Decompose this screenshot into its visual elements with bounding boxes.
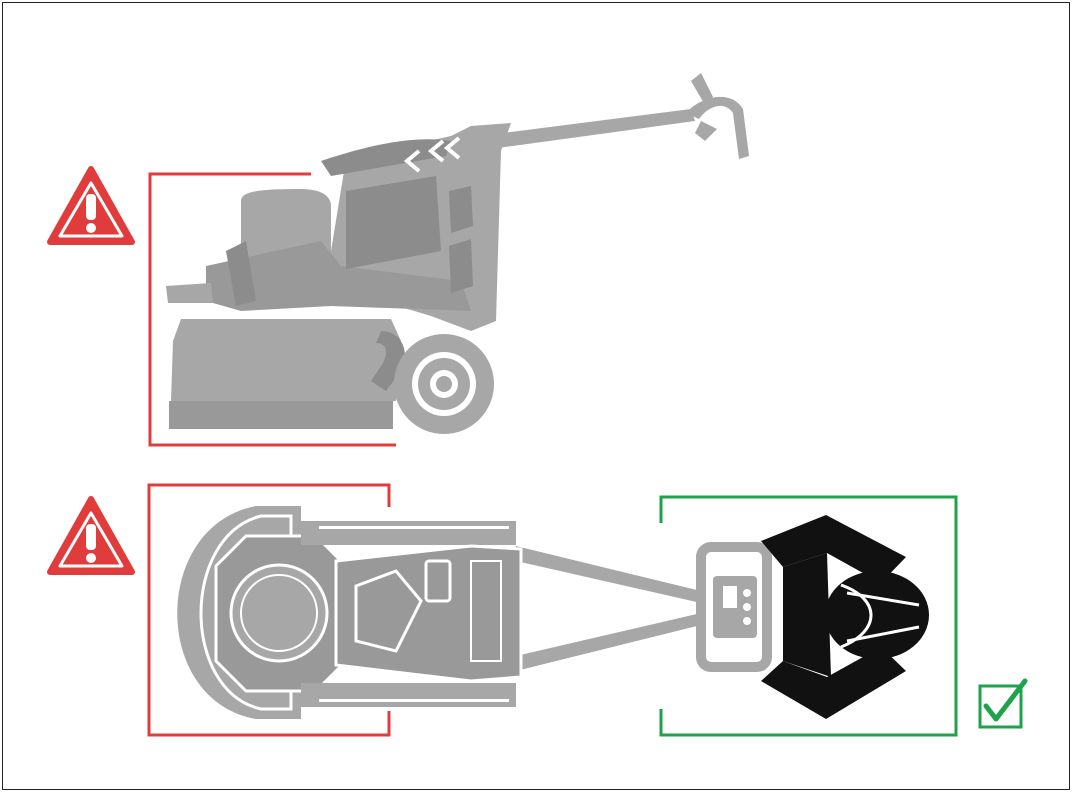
danger-zone-side-bracket xyxy=(148,172,396,447)
warning-triangle-icon xyxy=(47,166,135,245)
checkmark-icon xyxy=(978,678,1028,729)
safe-zone-bracket xyxy=(659,495,958,737)
safety-diagram xyxy=(47,73,1028,737)
grinder-machine-top-view xyxy=(177,506,772,719)
grinder-machine-side-view xyxy=(166,73,749,434)
operator-top-view xyxy=(761,515,929,719)
warning-triangle-icon xyxy=(47,496,135,575)
danger-zone-top-bracket xyxy=(147,483,391,737)
